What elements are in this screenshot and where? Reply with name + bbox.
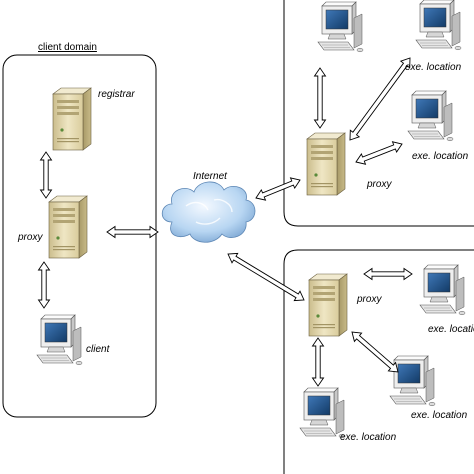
top-proxy-label: proxy xyxy=(367,179,392,190)
client-registrar-proxy-arrow xyxy=(39,151,53,199)
internet-label: Internet xyxy=(193,171,227,182)
remote-domain-top-box xyxy=(283,0,474,227)
client-proxy-server-icon xyxy=(48,195,88,259)
client-proxy-internet-arrow xyxy=(106,225,159,239)
registrar-server-icon xyxy=(52,87,92,151)
bottom-exe-location-computer-icon-3 xyxy=(299,387,346,439)
registrar-label: registrar xyxy=(98,89,135,100)
top-exe-location-computer-icon-2 xyxy=(415,0,462,51)
internet-bottom-proxy-arrow xyxy=(227,252,305,302)
internet-cloud-icon xyxy=(161,181,256,243)
top-exe-location-label-2: exe. location xyxy=(412,151,469,162)
client-proxy-client-arrow xyxy=(37,261,51,309)
bottom-exe-location-label-3: exe. location xyxy=(340,432,397,443)
bottom-proxy-exe1-arrow xyxy=(363,267,413,281)
bottom-proxy-server-icon xyxy=(308,273,348,337)
top-exe-location-computer-icon-1 xyxy=(317,1,364,53)
client-proxy-label: proxy xyxy=(18,232,43,243)
bottom-proxy-label: proxy xyxy=(357,294,382,305)
top-proxy-exe3-arrow xyxy=(355,141,403,165)
bottom-exe-location-computer-icon-1 xyxy=(419,264,466,316)
connection-arrows xyxy=(37,57,413,387)
top-exe-location-computer-icon-3 xyxy=(407,90,454,142)
client-computer-icon xyxy=(36,314,83,366)
bottom-exe-location-computer-icon-2 xyxy=(389,355,436,407)
bottom-exe-location-label-1: exe. location xyxy=(428,324,474,335)
client-domain-box xyxy=(2,54,157,418)
internet-top-proxy-arrow xyxy=(255,177,301,201)
remote-domain-bottom-box xyxy=(283,249,474,474)
top-proxy-exe2-arrow xyxy=(349,57,411,141)
bottom-proxy-exe3-arrow xyxy=(311,337,325,387)
top-proxy-exe1-arrow xyxy=(313,67,327,129)
top-proxy-server-icon xyxy=(306,132,346,196)
top-exe-location-label-1: exe. location xyxy=(405,62,462,73)
bottom-proxy-exe2-arrow xyxy=(351,331,399,373)
client-domain-title: client domain xyxy=(38,42,97,53)
client-label: client xyxy=(86,344,110,355)
bottom-exe-location-label-2: exe. location xyxy=(411,410,468,421)
